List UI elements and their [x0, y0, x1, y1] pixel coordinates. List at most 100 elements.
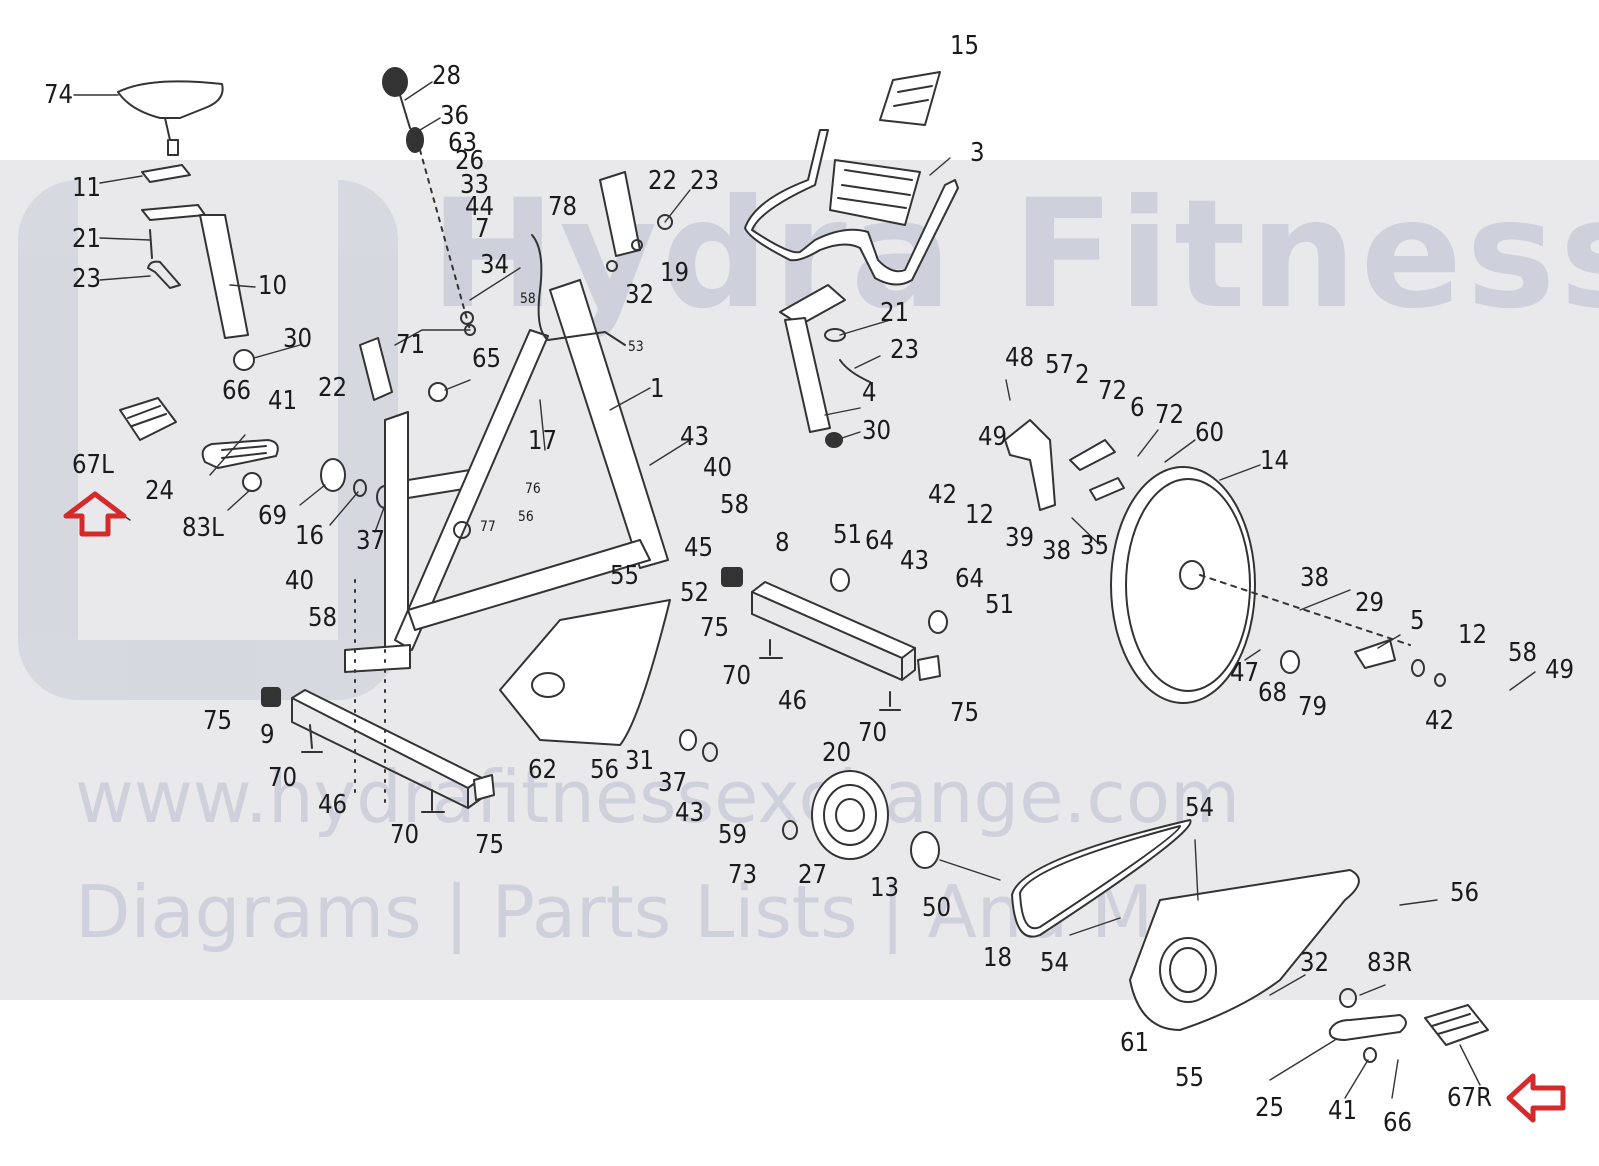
- callout-79: 79: [1298, 692, 1328, 722]
- callout-58c: 58: [1508, 638, 1538, 668]
- callout-28: 28: [432, 61, 462, 91]
- chain-guard-part: [1129, 869, 1360, 1031]
- callout-11: 11: [72, 173, 102, 203]
- callout-69: 69: [258, 501, 288, 531]
- callout-75c: 75: [203, 706, 233, 736]
- callout-10: 10: [258, 271, 288, 301]
- callout-25: 25: [1255, 1093, 1285, 1123]
- callout-31: 31: [625, 746, 655, 776]
- callout-47: 47: [1230, 658, 1260, 688]
- callout-21b: 21: [880, 298, 910, 328]
- callout-70d: 70: [390, 820, 420, 850]
- callout-19: 19: [660, 258, 690, 288]
- callout-33: 33: [460, 170, 490, 200]
- left-pedal-arrow-icon: [63, 491, 127, 537]
- callout-55: 55: [610, 561, 640, 591]
- callout-56: 56: [590, 755, 620, 785]
- callout-58-small: 58: [520, 291, 536, 307]
- right-crank-part: [1328, 988, 1407, 1063]
- callout-77-small: 77: [480, 519, 496, 535]
- callout-64b: 64: [955, 564, 985, 594]
- callout-72b: 72: [1155, 400, 1185, 430]
- callout-34: 34: [480, 250, 510, 280]
- callout-6: 6: [1130, 393, 1145, 423]
- callout-23: 23: [72, 264, 102, 294]
- callout-8: 8: [775, 528, 790, 558]
- callout-26: 26: [455, 146, 485, 176]
- rear-stabilizer-part: [261, 579, 495, 813]
- seat-tube-insert-part: [359, 337, 393, 401]
- callout-36: 36: [440, 101, 470, 131]
- callout-66: 66: [222, 376, 252, 406]
- callout-71: 71: [396, 330, 426, 360]
- callout-32b: 32: [1300, 948, 1330, 978]
- callout-48: 48: [1005, 343, 1035, 373]
- callout-56b: 56: [1450, 878, 1480, 908]
- callout-50: 50: [922, 893, 952, 923]
- callout-66b: 66: [1383, 1108, 1413, 1138]
- callout-75b: 75: [950, 698, 980, 728]
- saddle-part: [117, 80, 224, 156]
- brake-cable-part: [531, 234, 626, 346]
- tension-adjuster-part: [1280, 639, 1446, 687]
- callout-83R: 83R: [1367, 948, 1413, 978]
- callout-40b: 40: [285, 566, 315, 596]
- leader-lines: [73, 81, 1536, 1099]
- callout-60: 60: [1195, 418, 1225, 448]
- callout-18: 18: [983, 943, 1013, 973]
- callout-35: 35: [1080, 531, 1110, 561]
- callout-51b: 51: [985, 590, 1015, 620]
- right-pedal-part: [1424, 1004, 1489, 1046]
- callout-64: 64: [865, 526, 895, 556]
- callout-22b: 22: [648, 166, 678, 196]
- callout-74: 74: [44, 80, 74, 110]
- callout-30b: 30: [862, 416, 892, 446]
- callout-70c: 70: [268, 763, 298, 793]
- seat-post-part: [141, 164, 255, 371]
- callout-22: 22: [318, 373, 348, 403]
- watermark-url: www.hydrafitnessexchange.com: [75, 755, 1241, 839]
- callout-40: 40: [703, 453, 733, 483]
- flywheel-part: [1110, 466, 1411, 704]
- callout-58: 58: [720, 490, 750, 520]
- callout-41b: 41: [1328, 1096, 1358, 1126]
- inner-cover-part: [499, 599, 671, 746]
- callout-57: 57: [1045, 350, 1075, 380]
- callout-20: 20: [822, 738, 852, 768]
- tension-knob-part: [382, 67, 476, 336]
- handlebar-post-part: [599, 171, 871, 448]
- callout-3: 3: [970, 138, 985, 168]
- left-crank-part: [201, 439, 279, 492]
- belt-pulley-part: [679, 729, 940, 869]
- callout-53-small: 53: [628, 339, 644, 355]
- callout-70b: 70: [858, 718, 888, 748]
- callout-5: 5: [1410, 606, 1425, 636]
- callout-27: 27: [798, 860, 828, 890]
- callout-12: 12: [965, 500, 995, 530]
- callout-16: 16: [295, 521, 325, 551]
- callout-55b: 55: [1175, 1063, 1205, 1093]
- callout-44: 44: [465, 192, 495, 222]
- callout-75: 75: [700, 613, 730, 643]
- callout-39: 39: [1005, 523, 1035, 553]
- callout-12b: 12: [1458, 620, 1488, 650]
- callout-67L: 67L: [72, 450, 114, 480]
- callout-54b: 54: [1040, 948, 1070, 978]
- callout-67R: 67R: [1447, 1083, 1493, 1113]
- callout-37: 37: [356, 526, 386, 556]
- callout-1: 1: [650, 374, 665, 404]
- callout-29: 29: [1355, 588, 1385, 618]
- callout-78: 78: [548, 192, 578, 222]
- callout-21: 21: [72, 224, 102, 254]
- callout-42b: 42: [1425, 706, 1455, 736]
- callout-70: 70: [722, 661, 752, 691]
- callout-46b: 46: [318, 790, 348, 820]
- callout-23c: 23: [890, 335, 920, 365]
- callout-52: 52: [680, 578, 710, 608]
- callout-46: 46: [778, 686, 808, 716]
- callout-43c: 43: [675, 798, 705, 828]
- callout-7: 7: [475, 214, 490, 244]
- callout-43: 43: [680, 422, 710, 452]
- callout-23b: 23: [690, 166, 720, 196]
